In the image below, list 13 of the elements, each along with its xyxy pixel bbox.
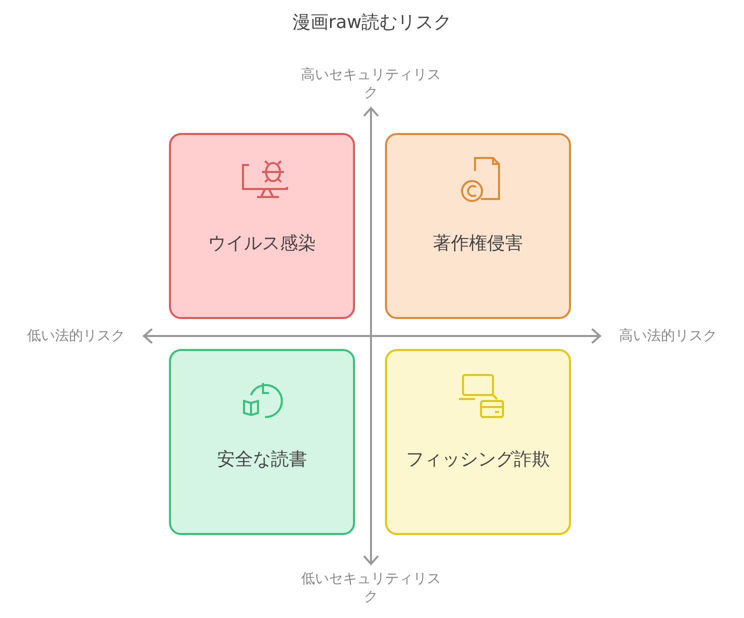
quadrant-label: 著作権侵害 — [432, 232, 524, 255]
quadrant-label: 安全な読書 — [216, 448, 308, 471]
quadrant-label: ウイルス感染 — [207, 232, 317, 255]
quadrant-box — [385, 349, 571, 535]
axis-label: 高いセキュリティリスク — [300, 66, 442, 102]
quadrant-label: フィッシング詐欺 — [405, 448, 551, 471]
axis-label: 低い法的リスク — [26, 327, 126, 345]
quadrant-box — [385, 133, 571, 319]
axis-label: 高い法的リスク — [618, 327, 718, 345]
quadrant-box — [169, 349, 355, 535]
quadrant-box — [169, 133, 355, 319]
title: 漫画raw読むリスク — [291, 11, 453, 34]
axis-label: 低いセキュリティリスク — [300, 570, 442, 606]
